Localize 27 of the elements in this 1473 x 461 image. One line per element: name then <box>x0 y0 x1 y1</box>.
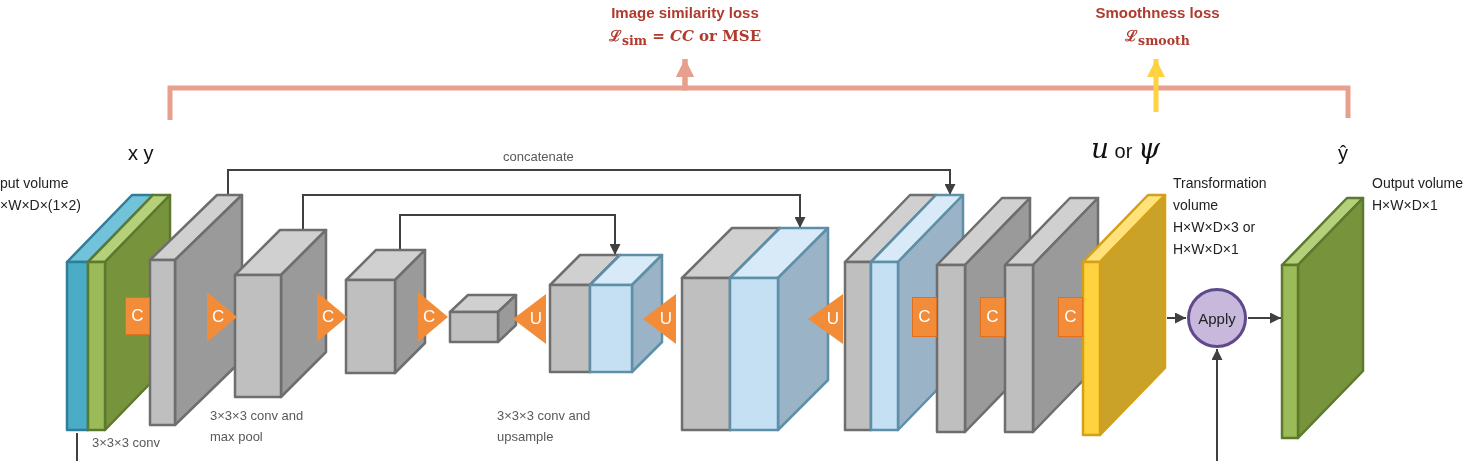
loss-title: Image similarity loss <box>611 4 759 21</box>
math-label: x y <box>128 141 154 166</box>
volume-block <box>345 249 426 374</box>
loss-title: Smoothness loss <box>1095 4 1220 21</box>
arrow <box>1247 312 1282 324</box>
annotation-text: Output volume H×W×D×1 <box>1372 174 1465 215</box>
arrow <box>1166 312 1187 324</box>
arrow <box>676 59 1351 118</box>
line <box>76 432 78 461</box>
math-label: u or ψ <box>1091 132 1160 165</box>
annotation-text: Transformation volume H×W×D×3 or H×W×D×1 <box>1173 174 1268 259</box>
loss-formula: ℒ$_{sim}$ = CC or MSE <box>608 26 762 48</box>
volume-block <box>449 294 517 343</box>
annotation-text: 3×3×3 conv and max pool <box>210 407 305 446</box>
math-label: ŷ <box>1338 141 1348 166</box>
volume-block <box>549 254 663 373</box>
arrow <box>227 169 956 196</box>
arrow <box>399 214 621 256</box>
apply-circle: Apply <box>1187 288 1247 348</box>
loss-formula: ℒ$_{smooth}$ <box>1125 26 1190 48</box>
arrow <box>1211 348 1223 461</box>
annotation-text: 3×3×3 conv and upsample <box>497 407 592 446</box>
annotation-text: put volume ×W×D×(1×2) <box>0 174 82 215</box>
volume-block <box>681 227 829 431</box>
arrow <box>1147 59 1165 112</box>
annotation-text: 3×3×3 conv <box>92 434 161 452</box>
arrow <box>302 194 806 231</box>
